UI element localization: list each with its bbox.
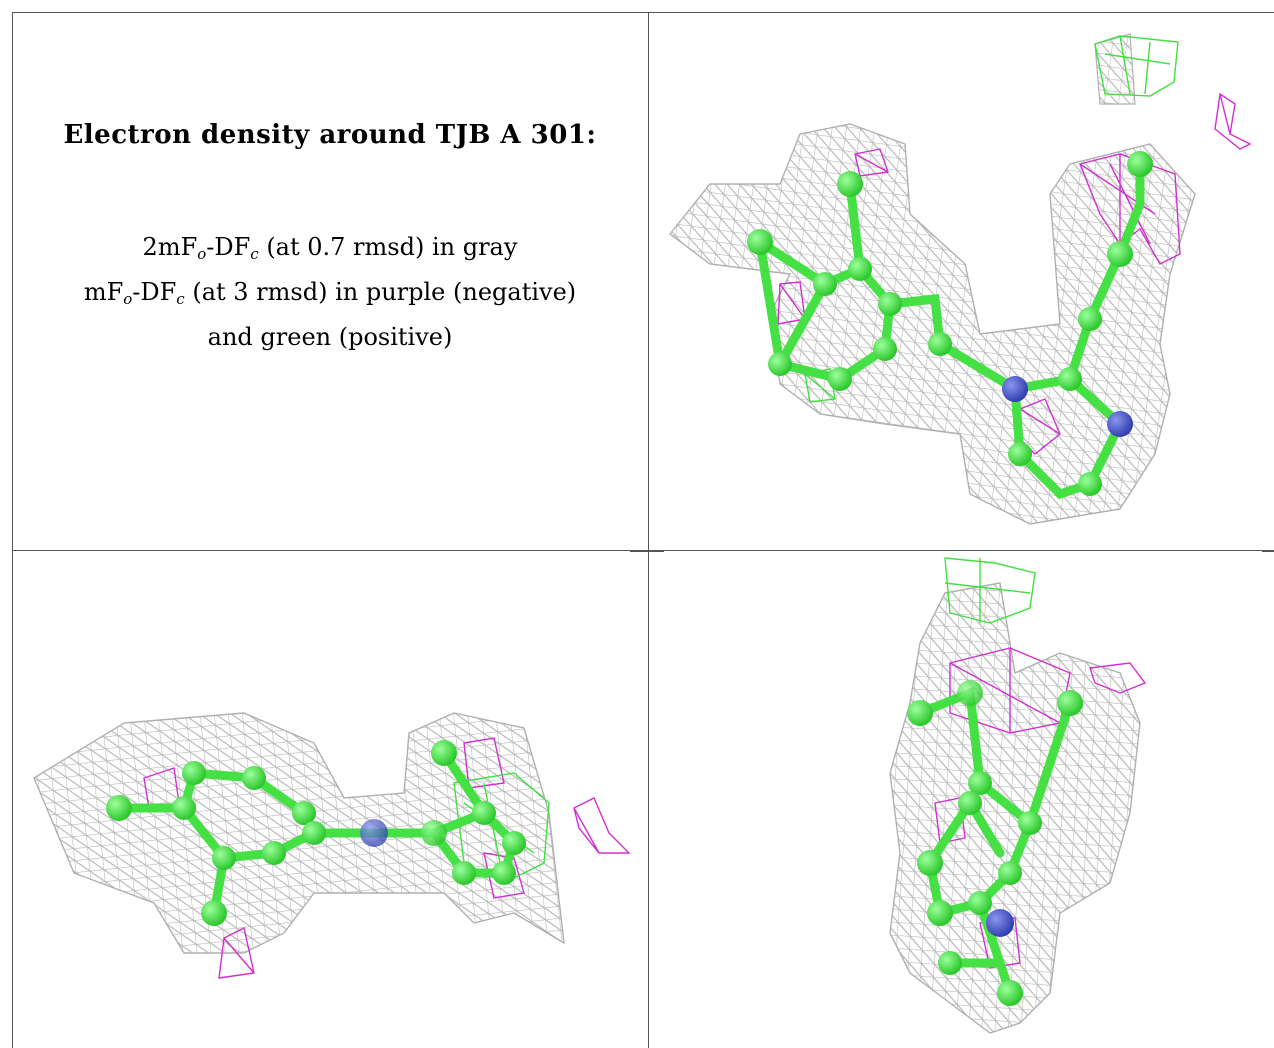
view-bottom-left bbox=[14, 553, 646, 1047]
density-mesh-gray bbox=[33, 712, 565, 954]
nitrogen-atom bbox=[986, 909, 1014, 937]
ligand-bonds bbox=[915, 686, 1075, 998]
legend-panel: Electron density around TJB A 301: 2mFo-… bbox=[13, 120, 647, 356]
density-positive-green bbox=[944, 557, 1036, 624]
ligand-atoms bbox=[106, 740, 526, 926]
legend-line-colors: and green (positive) bbox=[207, 323, 453, 351]
divider-tick bbox=[630, 550, 664, 552]
legend-line-2fofc: 2mFo-DFc (at 0.7 rmsd) in gray bbox=[142, 233, 518, 263]
view-bottom-right bbox=[650, 553, 1272, 1047]
nitrogen-atom bbox=[1107, 411, 1133, 437]
ligand-atoms bbox=[747, 151, 1153, 496]
density-negative-purple bbox=[777, 92, 1252, 455]
ligand-atoms bbox=[907, 680, 1083, 1006]
legend-title: Electron density around TJB A 301: bbox=[63, 120, 597, 150]
nitrogen-atom bbox=[360, 819, 388, 847]
density-mesh-gray bbox=[669, 33, 1196, 525]
divider-tick-right bbox=[1262, 550, 1274, 552]
vertical-divider bbox=[648, 12, 649, 1048]
legend-line-fofc: mFo-DFc (at 3 rmsd) in purple (negative) bbox=[83, 278, 577, 308]
ligand-bonds bbox=[755, 159, 1145, 500]
view-top-right bbox=[650, 14, 1272, 548]
nitrogen-atom bbox=[1002, 376, 1028, 402]
figure-frame bbox=[12, 12, 1274, 1048]
density-negative-purple bbox=[143, 737, 631, 979]
